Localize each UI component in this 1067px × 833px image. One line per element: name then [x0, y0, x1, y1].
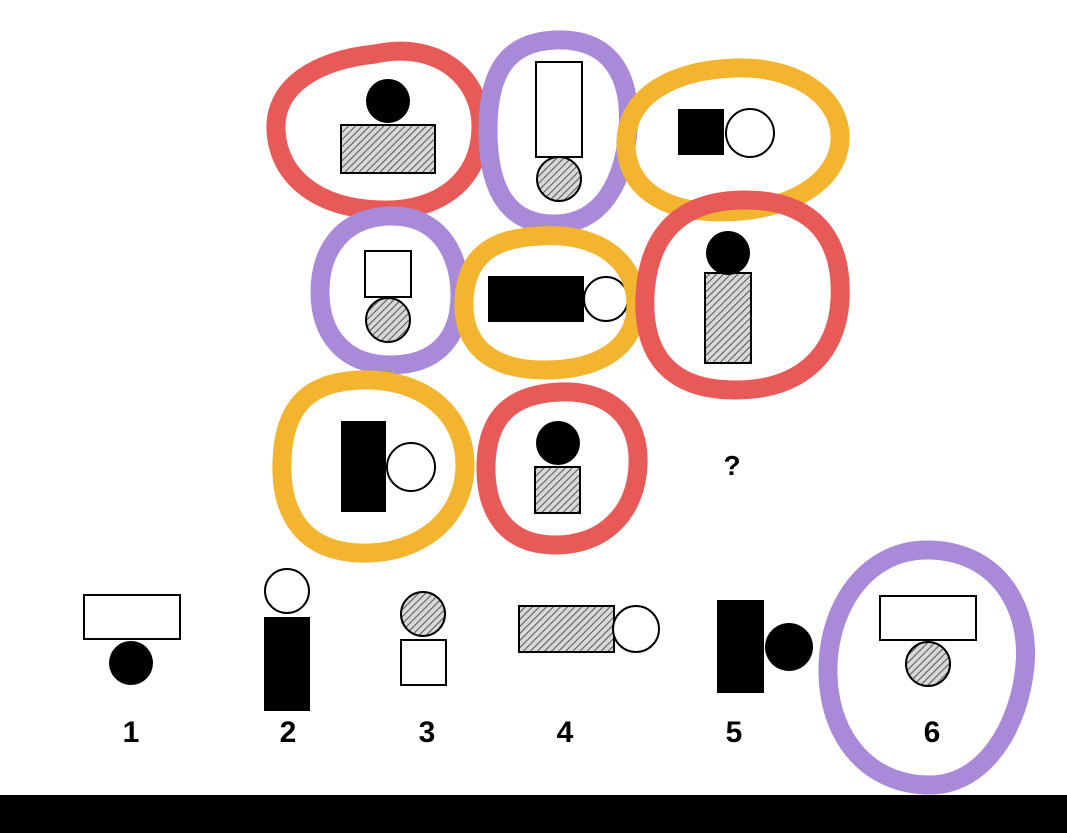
hatched-circle — [400, 591, 446, 637]
missing-cell-question-mark: ? — [723, 450, 741, 481]
option-4[interactable] — [518, 605, 660, 653]
cell-r2c2 — [488, 276, 629, 322]
option-label-6: 6 — [923, 716, 941, 749]
purple-marker-circle — [478, 30, 638, 234]
white-circle — [583, 276, 629, 322]
black-wide-rectangle — [488, 276, 584, 322]
yellow-marker-circle — [454, 226, 646, 380]
option-label-3: 3 — [418, 716, 436, 749]
white-wide-rectangle — [83, 594, 181, 640]
white-circle — [386, 442, 436, 492]
option-3[interactable] — [400, 591, 447, 686]
option-label-1: 1 — [122, 716, 140, 749]
black-circle — [109, 641, 153, 685]
option-label-5: 5 — [725, 716, 743, 749]
cell-r1c3 — [678, 108, 775, 158]
hatched-circle — [536, 156, 582, 202]
red-marker-circle — [635, 190, 850, 400]
white-circle — [725, 108, 775, 158]
black-tall-rectangle — [264, 617, 310, 711]
black-circle — [536, 421, 580, 465]
hatched-tall-rectangle — [704, 272, 752, 364]
puzzle-canvas: ? 1 2 3 4 5 6 — [0, 0, 1067, 795]
white-tall-rectangle — [535, 61, 583, 158]
hatched-rectangle — [340, 124, 436, 174]
hatched-wide-rectangle — [518, 605, 615, 653]
yellow-marker-circle — [272, 370, 475, 563]
cell-r3c2 — [534, 421, 581, 514]
cell-r2c1 — [364, 250, 412, 343]
black-circle — [706, 231, 750, 275]
cell-r2c3 — [704, 231, 752, 364]
cell-r3c1 — [341, 421, 436, 512]
red-marker-circle — [476, 382, 648, 555]
cell-r1c1 — [340, 79, 436, 174]
white-square — [364, 250, 412, 298]
hatched-square — [534, 466, 581, 514]
option-label-4: 4 — [556, 716, 574, 749]
black-circle — [366, 79, 410, 123]
option-2[interactable] — [264, 568, 310, 711]
option-6[interactable] — [879, 595, 977, 687]
puzzle-figure — [83, 30, 1036, 795]
bottom-black-bar — [0, 795, 1067, 833]
option-label-2: 2 — [279, 716, 297, 749]
black-tall-rectangle — [341, 421, 386, 512]
hatched-circle — [905, 641, 951, 687]
yellow-marker-circle — [616, 58, 850, 222]
option-1[interactable] — [83, 594, 181, 685]
white-square — [400, 639, 447, 686]
black-square — [678, 109, 724, 155]
black-circle — [765, 623, 813, 671]
cell-r1c2 — [535, 61, 583, 202]
purple-marker-circle — [310, 206, 470, 375]
purple-marker-circle — [818, 540, 1036, 795]
black-tall-rectangle — [717, 600, 764, 693]
option-5[interactable] — [717, 600, 813, 693]
white-wide-rectangle — [879, 595, 977, 641]
white-circle — [612, 605, 660, 653]
white-circle — [264, 568, 310, 614]
hatched-circle — [365, 297, 411, 343]
